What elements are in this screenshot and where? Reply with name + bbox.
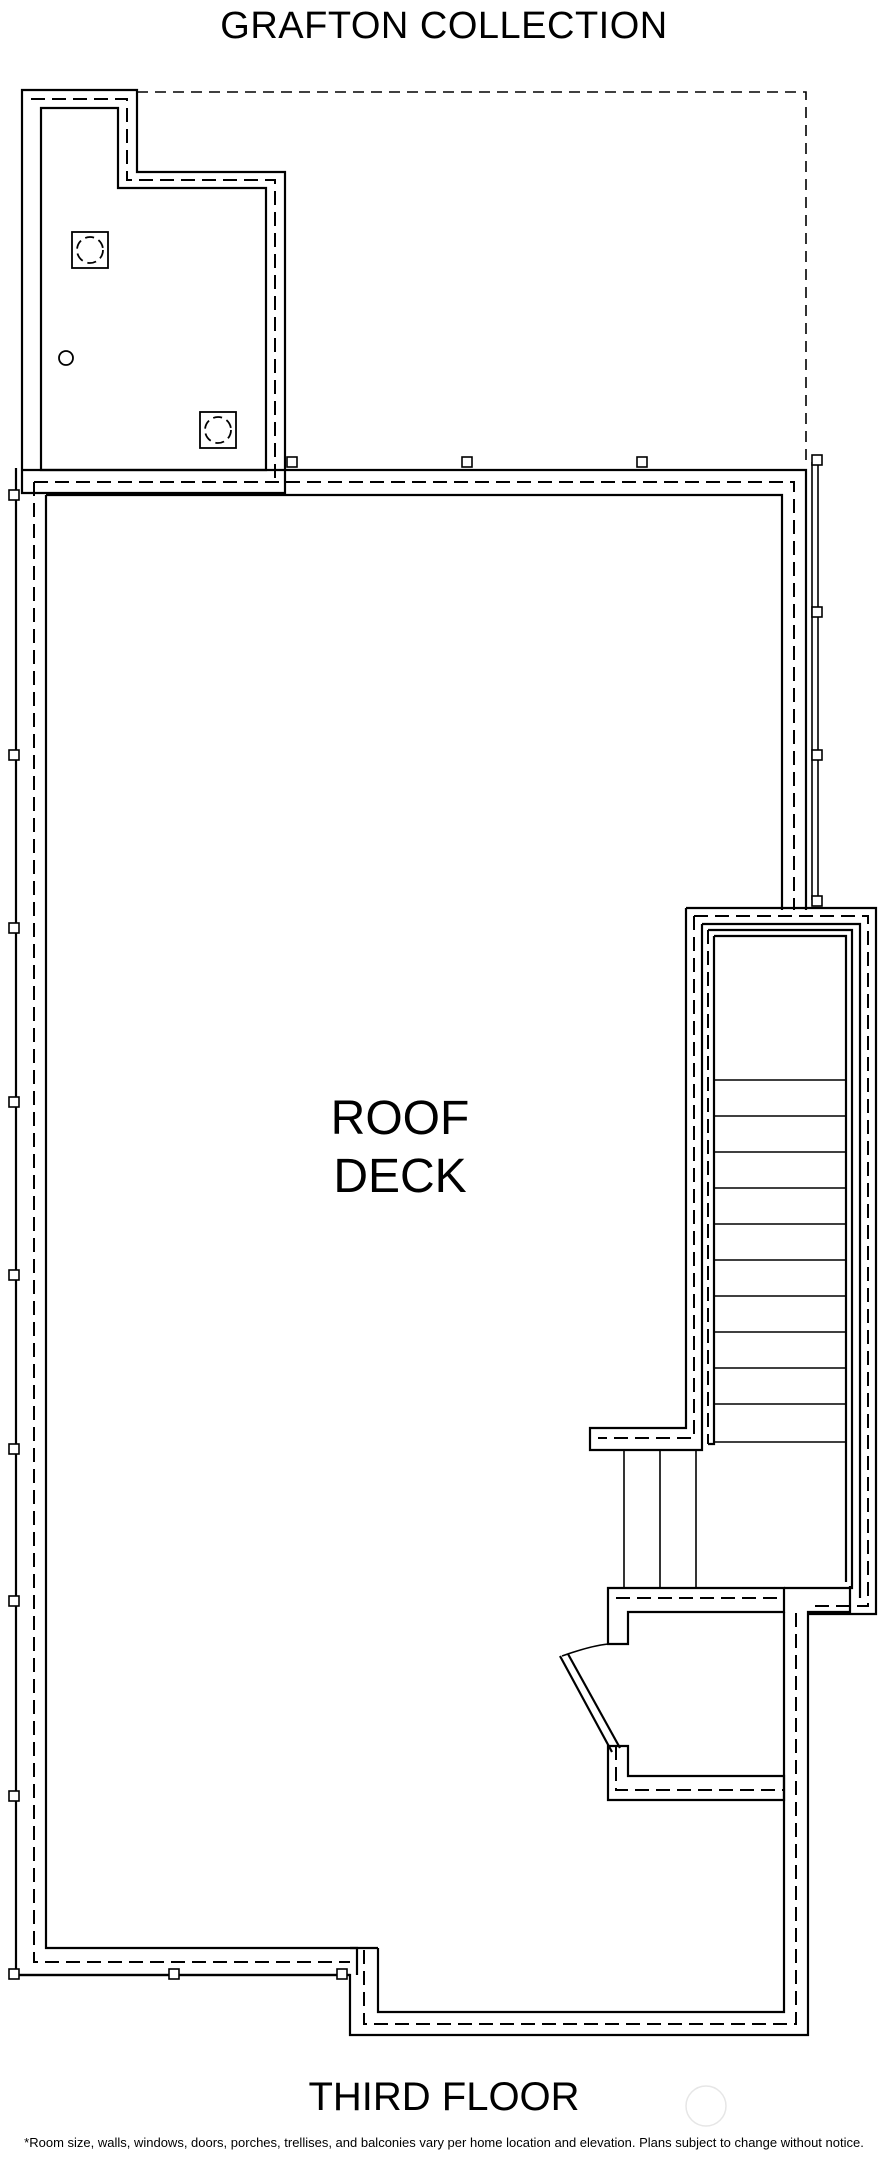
floor-name-label: THIRD FLOOR (308, 2075, 580, 2119)
lower-notch (16, 1612, 797, 2025)
disclaimer-text: *Room size, walls, windows, doors, porch… (24, 2135, 864, 2150)
upper-left-nook (20, 88, 287, 495)
stair-treads (623, 1079, 846, 1588)
perimeter-posts (8, 454, 823, 1980)
mechanical-units (58, 231, 237, 449)
stair-enclosure (588, 906, 878, 1616)
room-label-line1: ROOF (330, 1092, 470, 1145)
room-label-roof-deck: ROOF DECK (280, 1090, 520, 1206)
open-area-outline (137, 91, 807, 460)
watermark-circle (685, 2085, 727, 2127)
collection-title: GRAFTON COLLECTION (220, 5, 668, 47)
entry-vestibule (559, 1586, 786, 1802)
room-label-line2: DECK (333, 1150, 467, 1203)
